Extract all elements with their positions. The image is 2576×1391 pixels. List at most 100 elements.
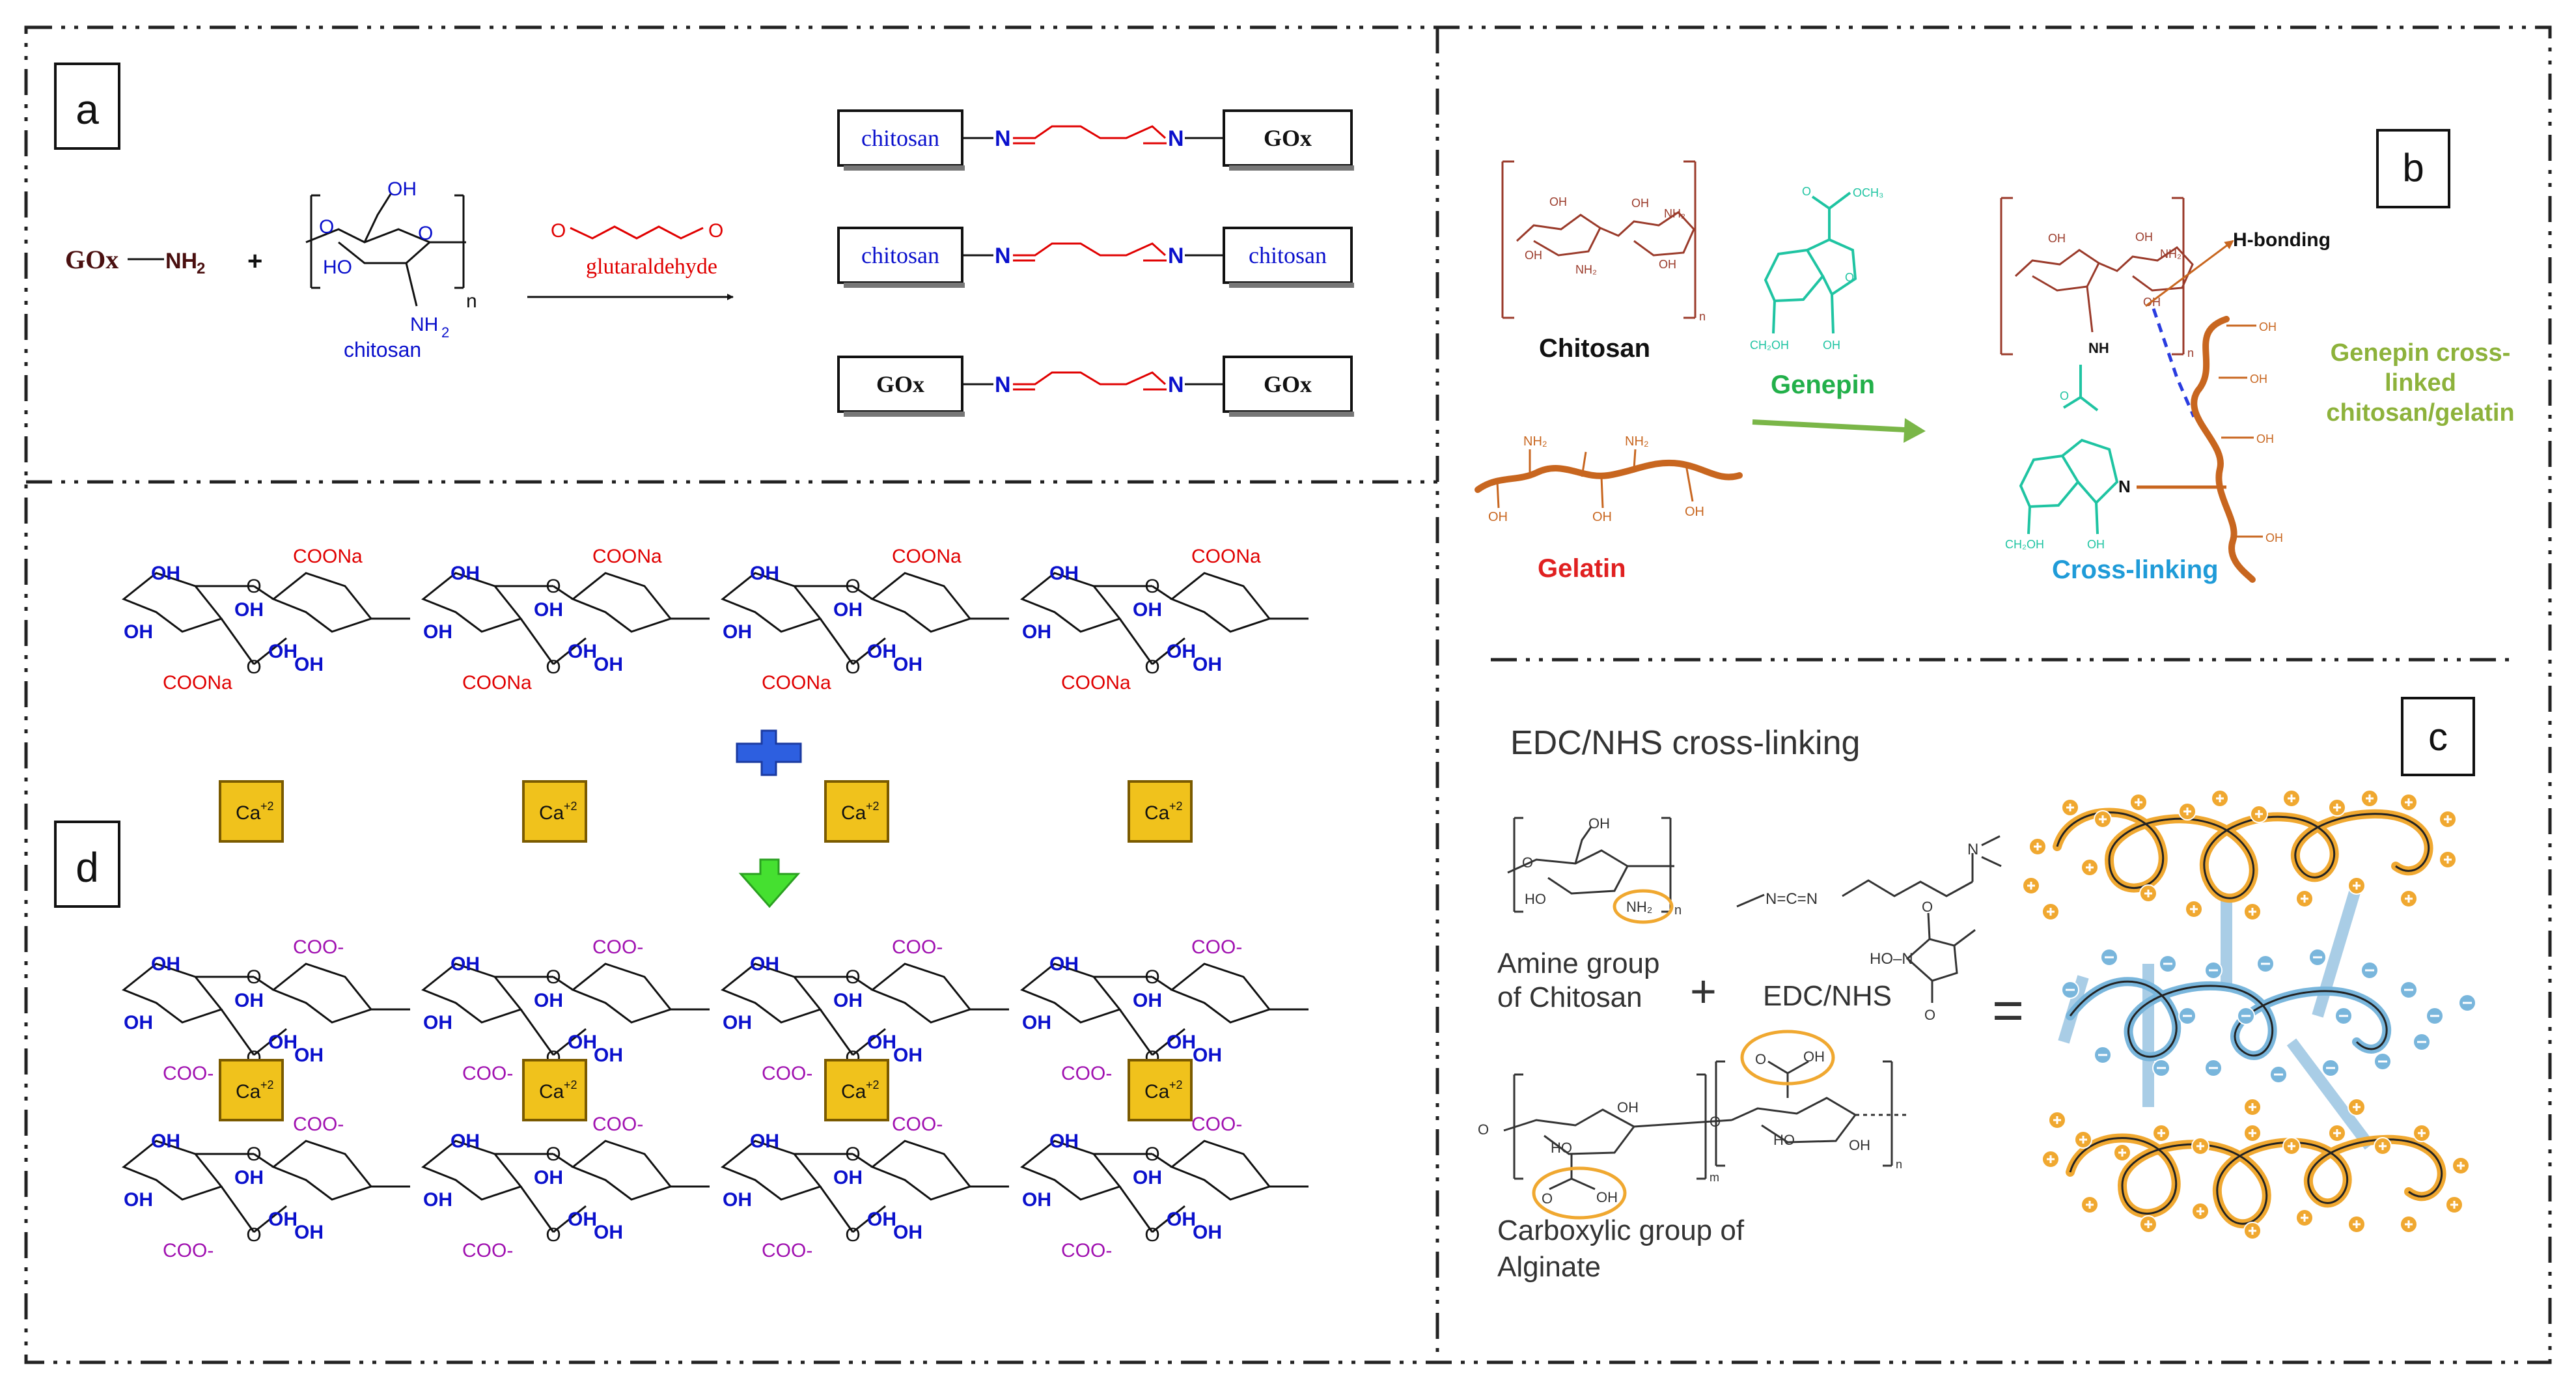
c-alg-oh-1: OH [1617,1099,1639,1116]
positive-charge-sign [2249,1227,2256,1235]
alginate-ring [1170,1140,1271,1201]
alginate-ring [1170,572,1271,633]
b-crosslinking-label: Cross-linking [2052,555,2219,584]
alginate-link [1152,585,1172,600]
alginate-ring [1170,962,1271,1024]
alginate-carboxylate: COO- [592,936,643,958]
c-nhs-o-top: O [1922,899,1933,915]
b-chitosan-oh-1: OH [1549,195,1567,208]
product-right-shadow [1229,283,1354,288]
alginate-o: O [546,1224,561,1246]
alginate-carboxylate: COO- [462,1240,513,1261]
alginate-oh: OH [294,654,324,675]
chitosan-monomer [305,193,466,307]
calcium-symbol: Ca [539,802,564,824]
calcium-symbol: Ca [1144,1081,1170,1103]
c-network-links [2058,884,2375,1150]
alginate-oh: OH [867,1032,896,1053]
chitosan-o-ring: O [418,223,433,244]
c-alg-ho-1: HO [1551,1140,1572,1156]
alginate-link [1152,637,1185,666]
alginate-oh: OH [723,1189,752,1211]
product-right-label: GOx [1264,371,1312,397]
b-chitosan-oh-2: OH [1631,197,1649,210]
b-prod-genepin-subs [2027,502,2099,535]
alginate-o: O [1144,1224,1159,1246]
b-prod-n-sub: n [2187,346,2194,359]
c-chitosan-ho: HO [1525,891,1546,907]
positive-charge-sign [2053,1116,2061,1124]
positive-charge-sign [2288,794,2295,802]
positive-charge-sign [2301,1214,2308,1222]
positive-charge-sign [2405,1220,2413,1228]
product-right-box [1223,356,1353,413]
alginate-link [553,1153,574,1168]
positive-charge-sign [2135,798,2142,806]
alginate-oh: OH [723,621,752,643]
c-alg-cooh-1 [1549,1154,1596,1190]
positive-charge-sign [2255,810,2263,818]
b-reaction-arrow [1752,419,1905,432]
glut-o-left: O [551,220,566,242]
c-title: EDC/NHS cross-linking [1510,724,1860,762]
c-alginate-chain-top [2053,808,2433,903]
alginate-link [253,585,274,600]
c-alg-cooh-oh-1: OH [1596,1189,1618,1205]
glut-o-right: O [708,220,723,242]
b-gelatin-oh-1: OH [1488,510,1508,524]
c-alg-o-link: O [1710,1114,1721,1130]
b-prod-genepin-ring [2061,438,2119,505]
d-alginate-chain-top: OOOHOHOHOHOHCOONaCOONaOOOHOHOHOHOHCOONaC… [122,546,1309,694]
product-linker [1013,371,1167,386]
reactant-nh2-sub: 2 [197,260,205,277]
c-alg-ho-2: HO [1773,1132,1795,1148]
alginate-link [253,1153,274,1168]
alginate-carboxylate: COONa [1061,672,1131,694]
b-prod-genepin-carbonyl [2062,365,2099,412]
c-edc-dimethyl [1971,835,2002,882]
alginate-oh: OH [1049,953,1079,975]
alginate-o: O [246,1144,261,1165]
alginate-link [1118,1009,1154,1056]
b-gelatin-oh-2: OH [1592,510,1612,524]
alginate-oh: OH [568,1209,597,1230]
c-chitosan-n-sub: n [1674,903,1682,918]
c-nhs-subs [1927,912,1976,1003]
calcium-ion: Ca+2 [219,1059,284,1121]
b-prod-gelatin-chain [2191,316,2256,583]
c-chitosan-ch2 [1574,826,1592,864]
b-prod-nh2: NH₂ [2160,247,2181,260]
b-gelatin-nh2-1: NH₂ [1523,434,1547,449]
alginate-o: O [845,1224,860,1246]
chitosan-nh2-sub: 2 [441,324,449,341]
reactant-plus: + [247,247,262,275]
panel-a: a GOx NH 2 + O OH HO O NH 2 n chitosan O… [54,63,1354,417]
alginate-o: O [1144,966,1159,988]
b-genepin-ester [1811,191,1851,240]
c-plus: + [1690,966,1717,1017]
panel-c: c EDC/NHS cross-linking OH HO O NH₂ n Am… [1478,697,2476,1283]
c-edc-n: N [1967,841,1978,858]
alginate-carboxylate: COO- [1061,1240,1112,1261]
positive-charge-sign [2405,798,2413,806]
positive-charge-sign [2301,895,2308,903]
positive-charge-sign [2418,1129,2426,1137]
b-genepin-structure [1764,191,1857,334]
product-left-shadow [844,165,965,171]
alginate-ring [271,1140,373,1201]
b-prod-bracket-right [2172,197,2185,356]
alginate-oh: OH [594,654,623,675]
b-genepin-pentagon [1764,248,1825,303]
alginate-o: O [246,1224,261,1246]
alginate-oh: OH [294,1222,324,1243]
b-hbond-arrow [2145,240,2234,307]
alginate-oh: OH [1022,1012,1051,1033]
alginate-oh: OH [893,1045,922,1066]
alginate-link [852,1153,873,1168]
alginate-carboxylate: COO- [1191,1114,1242,1135]
c-alg-cooh-o-1: O [1542,1190,1553,1207]
alginate-oh: OH [151,953,180,975]
